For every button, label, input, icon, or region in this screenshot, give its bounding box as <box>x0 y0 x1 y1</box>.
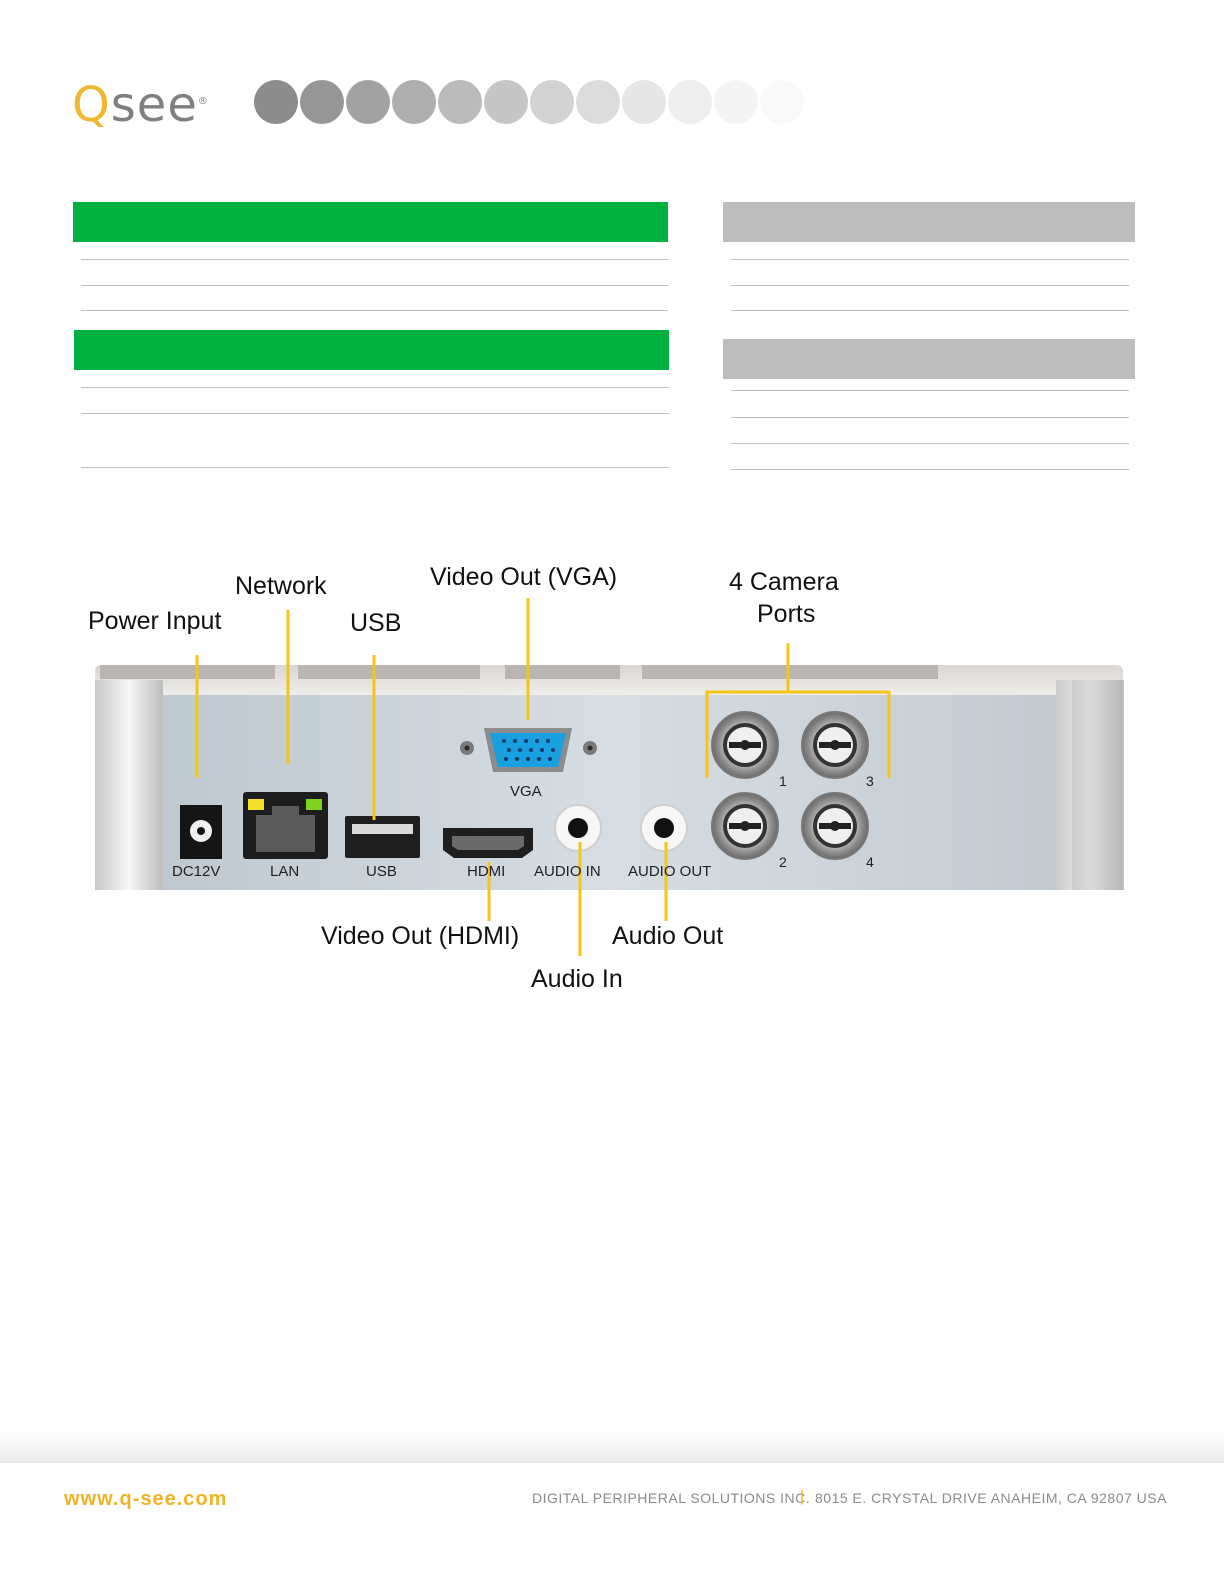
table-rule <box>731 417 1129 418</box>
footer-separator: | <box>800 1488 805 1505</box>
table-rule <box>81 285 668 286</box>
bnc-port-1 <box>711 711 779 779</box>
right-side-cap <box>1056 680 1124 890</box>
lan-socket <box>256 806 315 852</box>
table-rule <box>731 390 1129 391</box>
left-side-cap <box>95 680 163 890</box>
hdmi-socket <box>452 836 524 850</box>
table-rule <box>81 413 669 414</box>
logo-circle <box>668 80 712 124</box>
label-hdmi: HDMI <box>467 863 506 880</box>
bnc-port-4 <box>801 792 869 860</box>
table-rule <box>731 469 1129 470</box>
spec-header-bar-2 <box>74 330 669 370</box>
logo-circle <box>254 80 298 124</box>
dc-jack-pin <box>197 827 205 835</box>
right-cap-shade <box>1072 680 1122 890</box>
bnc-port-3 <box>801 711 869 779</box>
label-vga: VGA <box>510 783 542 800</box>
vga-screw-right-center <box>587 745 593 751</box>
callout-video-out-vga: Video Out (VGA) <box>430 563 618 591</box>
logo-circle <box>760 80 804 124</box>
callout-audio-in: Audio In <box>531 965 623 993</box>
label-audio-out: AUDIO OUT <box>628 863 712 880</box>
vga-pins <box>502 739 555 761</box>
logo-circle <box>576 80 620 124</box>
usb-port <box>345 816 420 858</box>
callout-audio-out: Audio Out <box>612 922 724 950</box>
label-lan: LAN <box>270 863 300 880</box>
footer <box>0 1462 1224 1585</box>
chassis-vent <box>100 665 275 679</box>
table-rule <box>81 259 668 260</box>
logo-circle <box>484 80 528 124</box>
logo-circle <box>300 80 344 124</box>
logo-see: see <box>110 77 198 133</box>
footer-fade <box>0 1430 1224 1462</box>
callout-leader-lines <box>195 598 891 956</box>
audio-in-hole <box>568 818 588 838</box>
callout-network: Network <box>235 572 327 600</box>
logo-circle <box>622 80 666 124</box>
label-audio-in: AUDIO IN <box>534 863 601 880</box>
qsee-logo: Qsee® <box>72 72 209 135</box>
label-usb: USB <box>366 863 397 880</box>
label-dc12v: DC12V <box>172 863 221 880</box>
callout-power-input: Power Input <box>88 607 222 635</box>
label-camera-2: 2 <box>779 854 787 870</box>
spec-header-bar-4 <box>723 339 1135 379</box>
logo-circle <box>714 80 758 124</box>
logo-circle <box>346 80 390 124</box>
table-rule <box>81 467 669 468</box>
callout-camera-ports-line1: 4 Camera <box>729 568 839 596</box>
table-rule <box>731 443 1129 444</box>
footer-website-link[interactable]: www.q-see.com <box>64 1488 228 1510</box>
registered-mark: ® <box>197 96 209 107</box>
spec-header-bar-1 <box>73 202 668 242</box>
chassis-vent <box>298 665 480 679</box>
footer-company: DIGITAL PERIPHERAL SOLUTIONS INC. <box>532 1490 811 1506</box>
callout-usb: USB <box>350 609 402 637</box>
logo-q: Q <box>72 77 111 133</box>
usb-contact <box>352 824 413 834</box>
table-rule <box>81 310 668 311</box>
lan-led-green <box>306 799 322 810</box>
logo-circle-pattern <box>254 80 814 124</box>
chassis-vent <box>642 665 938 679</box>
label-camera-1: 1 <box>779 773 787 789</box>
table-rule <box>731 259 1129 260</box>
spec-header-bar-3 <box>723 202 1135 242</box>
table-rule <box>81 387 669 388</box>
chassis-vent <box>505 665 620 679</box>
callout-camera-ports-line2: Ports <box>757 600 816 628</box>
logo-circle <box>438 80 482 124</box>
lan-led-yellow <box>248 799 264 810</box>
table-rule <box>731 310 1129 311</box>
callout-video-out-hdmi: Video Out (HDMI) <box>321 922 520 950</box>
label-camera-4: 4 <box>866 854 874 870</box>
bnc-port-2 <box>711 792 779 860</box>
logo-circle <box>392 80 436 124</box>
vga-screw-left-center <box>464 745 470 751</box>
table-rule <box>731 285 1129 286</box>
audio-out-hole <box>654 818 674 838</box>
footer-address: 8015 E. CRYSTAL DRIVE ANAHEIM, CA 92807 … <box>815 1490 1167 1506</box>
logo-circle <box>530 80 574 124</box>
label-camera-3: 3 <box>866 773 874 789</box>
